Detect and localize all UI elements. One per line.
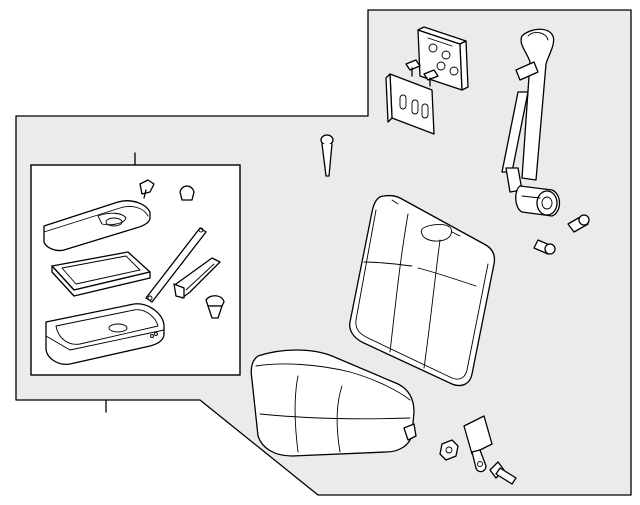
console-clips [139,179,225,319]
console-base [45,303,165,365]
clip-fasteners [405,59,439,87]
diagram-panel-outline [15,9,632,496]
console-tray [51,251,151,297]
retractor-bolts [533,214,590,255]
buckle [463,415,493,473]
console-lid [43,200,151,252]
buckle-bolt [489,461,517,485]
nut [439,439,459,461]
belt-guide [385,73,435,135]
console-strap [145,227,207,303]
seat-belt-retractor [501,28,561,217]
seat-cushion [250,349,417,457]
headrest-guide-pin [320,134,334,177]
console-hinge [173,257,221,299]
seat-back [349,194,496,387]
